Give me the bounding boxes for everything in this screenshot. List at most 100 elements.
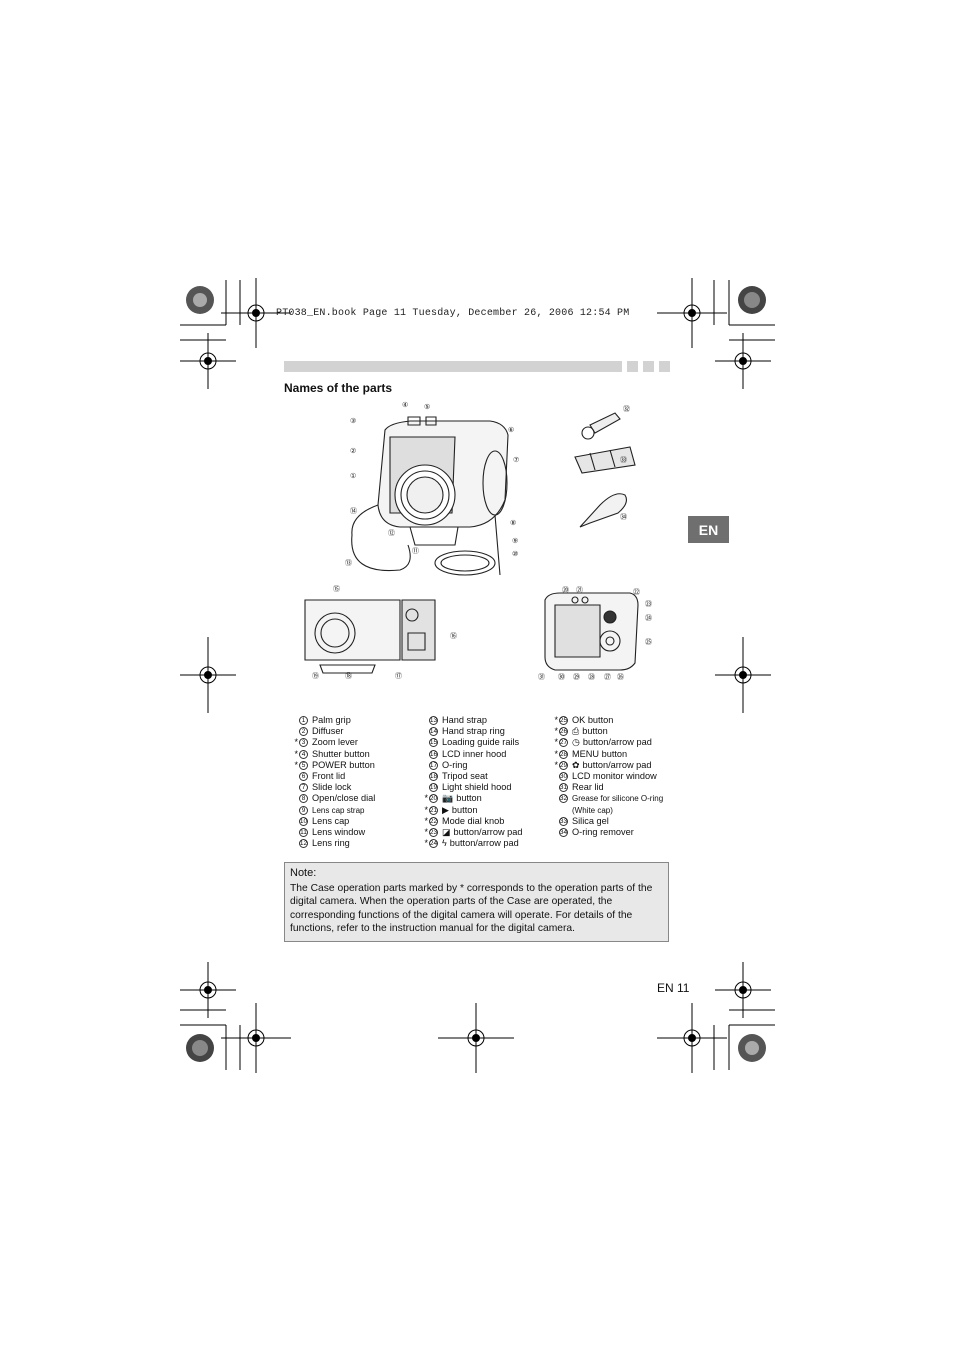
part-label: Light shield hood [442,782,512,793]
svg-text:㉖: ㉖ [617,673,624,681]
part-label: LCD monitor window [572,770,657,781]
part-label: Open/close dial [312,793,376,804]
part-number: 4 [299,749,308,759]
part-label: Lens cap strap [312,805,365,815]
part-number: 28 [559,749,568,759]
camera-linked-marker: * [424,826,428,837]
part-label: OK button [572,715,614,725]
svg-text:③: ③ [350,417,356,425]
part-number: 23 [429,827,438,837]
o-ring-remover-drawing [579,493,627,528]
svg-text:④: ④ [402,401,408,409]
part-number: 34 [559,827,568,837]
part-number: 16 [429,749,438,759]
grease-tube-drawing [581,412,621,440]
part-label: Shutter button [312,748,370,759]
note-box: Note: The Case operation parts marked by… [284,862,669,942]
part-number: 27 [559,738,568,748]
part-label: button [451,804,478,815]
header-bar-block-3 [659,361,670,372]
camera-linked-marker: * [294,737,298,748]
part-label: Front lid [312,770,346,781]
camera-linked-marker: * [294,759,298,770]
camera-linked-marker: * [554,737,558,748]
header-bar [284,361,622,372]
camera-linked-marker: * [424,804,428,815]
svg-text:㉗: ㉗ [604,673,611,681]
header-bar-block-1 [627,361,638,372]
play-icon: ▶ [442,804,449,815]
svg-text:㉚: ㉚ [558,673,565,681]
exposure-compensation-icon: ◪ [442,826,451,837]
part-label: Slide lock [312,782,352,793]
camera-icon: 📷 [442,793,454,804]
part-label: button/arrow pad [582,737,652,748]
part-number: 3 [299,738,308,748]
part-number: 29 [559,760,568,770]
svg-text:⑭: ⑭ [350,507,357,515]
part-number: 1 [299,716,308,726]
part-label: Silica gel [572,815,609,826]
part-number: 22 [429,816,438,826]
camera-linked-marker: * [294,748,298,759]
svg-text:⑱: ⑱ [345,672,352,680]
part-number: 14 [429,727,438,737]
note-title: Note: [290,867,317,879]
svg-text:㉛: ㉛ [538,673,545,681]
part-label: Zoom lever [312,737,358,748]
part-number: 2 [299,727,308,737]
part-item: *20📷button [421,793,522,804]
part-item: 7 Slide lock [291,782,375,793]
camera-linked-marker: * [554,759,558,770]
part-label: button [582,726,608,737]
macro-icon: ✿ [572,759,580,770]
part-item: *29 ✿button/arrow pad [551,760,663,771]
svg-text:⑯: ⑯ [450,632,457,640]
svg-text:⑮: ⑮ [333,585,340,593]
part-number: 25 [559,716,568,726]
part-number: 11 [299,827,308,837]
svg-text:⑪: ⑪ [412,547,419,555]
svg-text:㉔: ㉔ [645,614,652,622]
part-number: 15 [429,738,438,748]
note-body: The Case operation parts marked by * cor… [290,882,653,935]
svg-text:⑫: ⑫ [388,529,395,537]
part-number: 8 [299,794,308,804]
camera-linked-marker: * [554,748,558,759]
svg-text:㉒: ㉒ [633,588,640,596]
part-label: O-ring remover [572,826,634,837]
part-label: Mode dial knob [442,815,505,826]
part-number: 7 [299,783,308,793]
part-label: Rear lid [572,782,604,793]
svg-text:②: ② [350,447,356,455]
svg-text:⑥: ⑥ [508,426,514,434]
camera-linked-marker: * [554,726,558,737]
part-number: 12 [299,839,308,849]
trash-print-icon: ⎙ [572,726,580,737]
svg-text:⑩: ⑩ [512,550,518,558]
silica-gel-drawing [574,446,636,474]
page-number: EN 11 [657,981,690,995]
part-number: 33 [559,816,568,826]
part-number: 6 [299,772,308,782]
part-label: button/arrow pad [582,759,652,770]
part-label: button/arrow pad [453,826,523,837]
